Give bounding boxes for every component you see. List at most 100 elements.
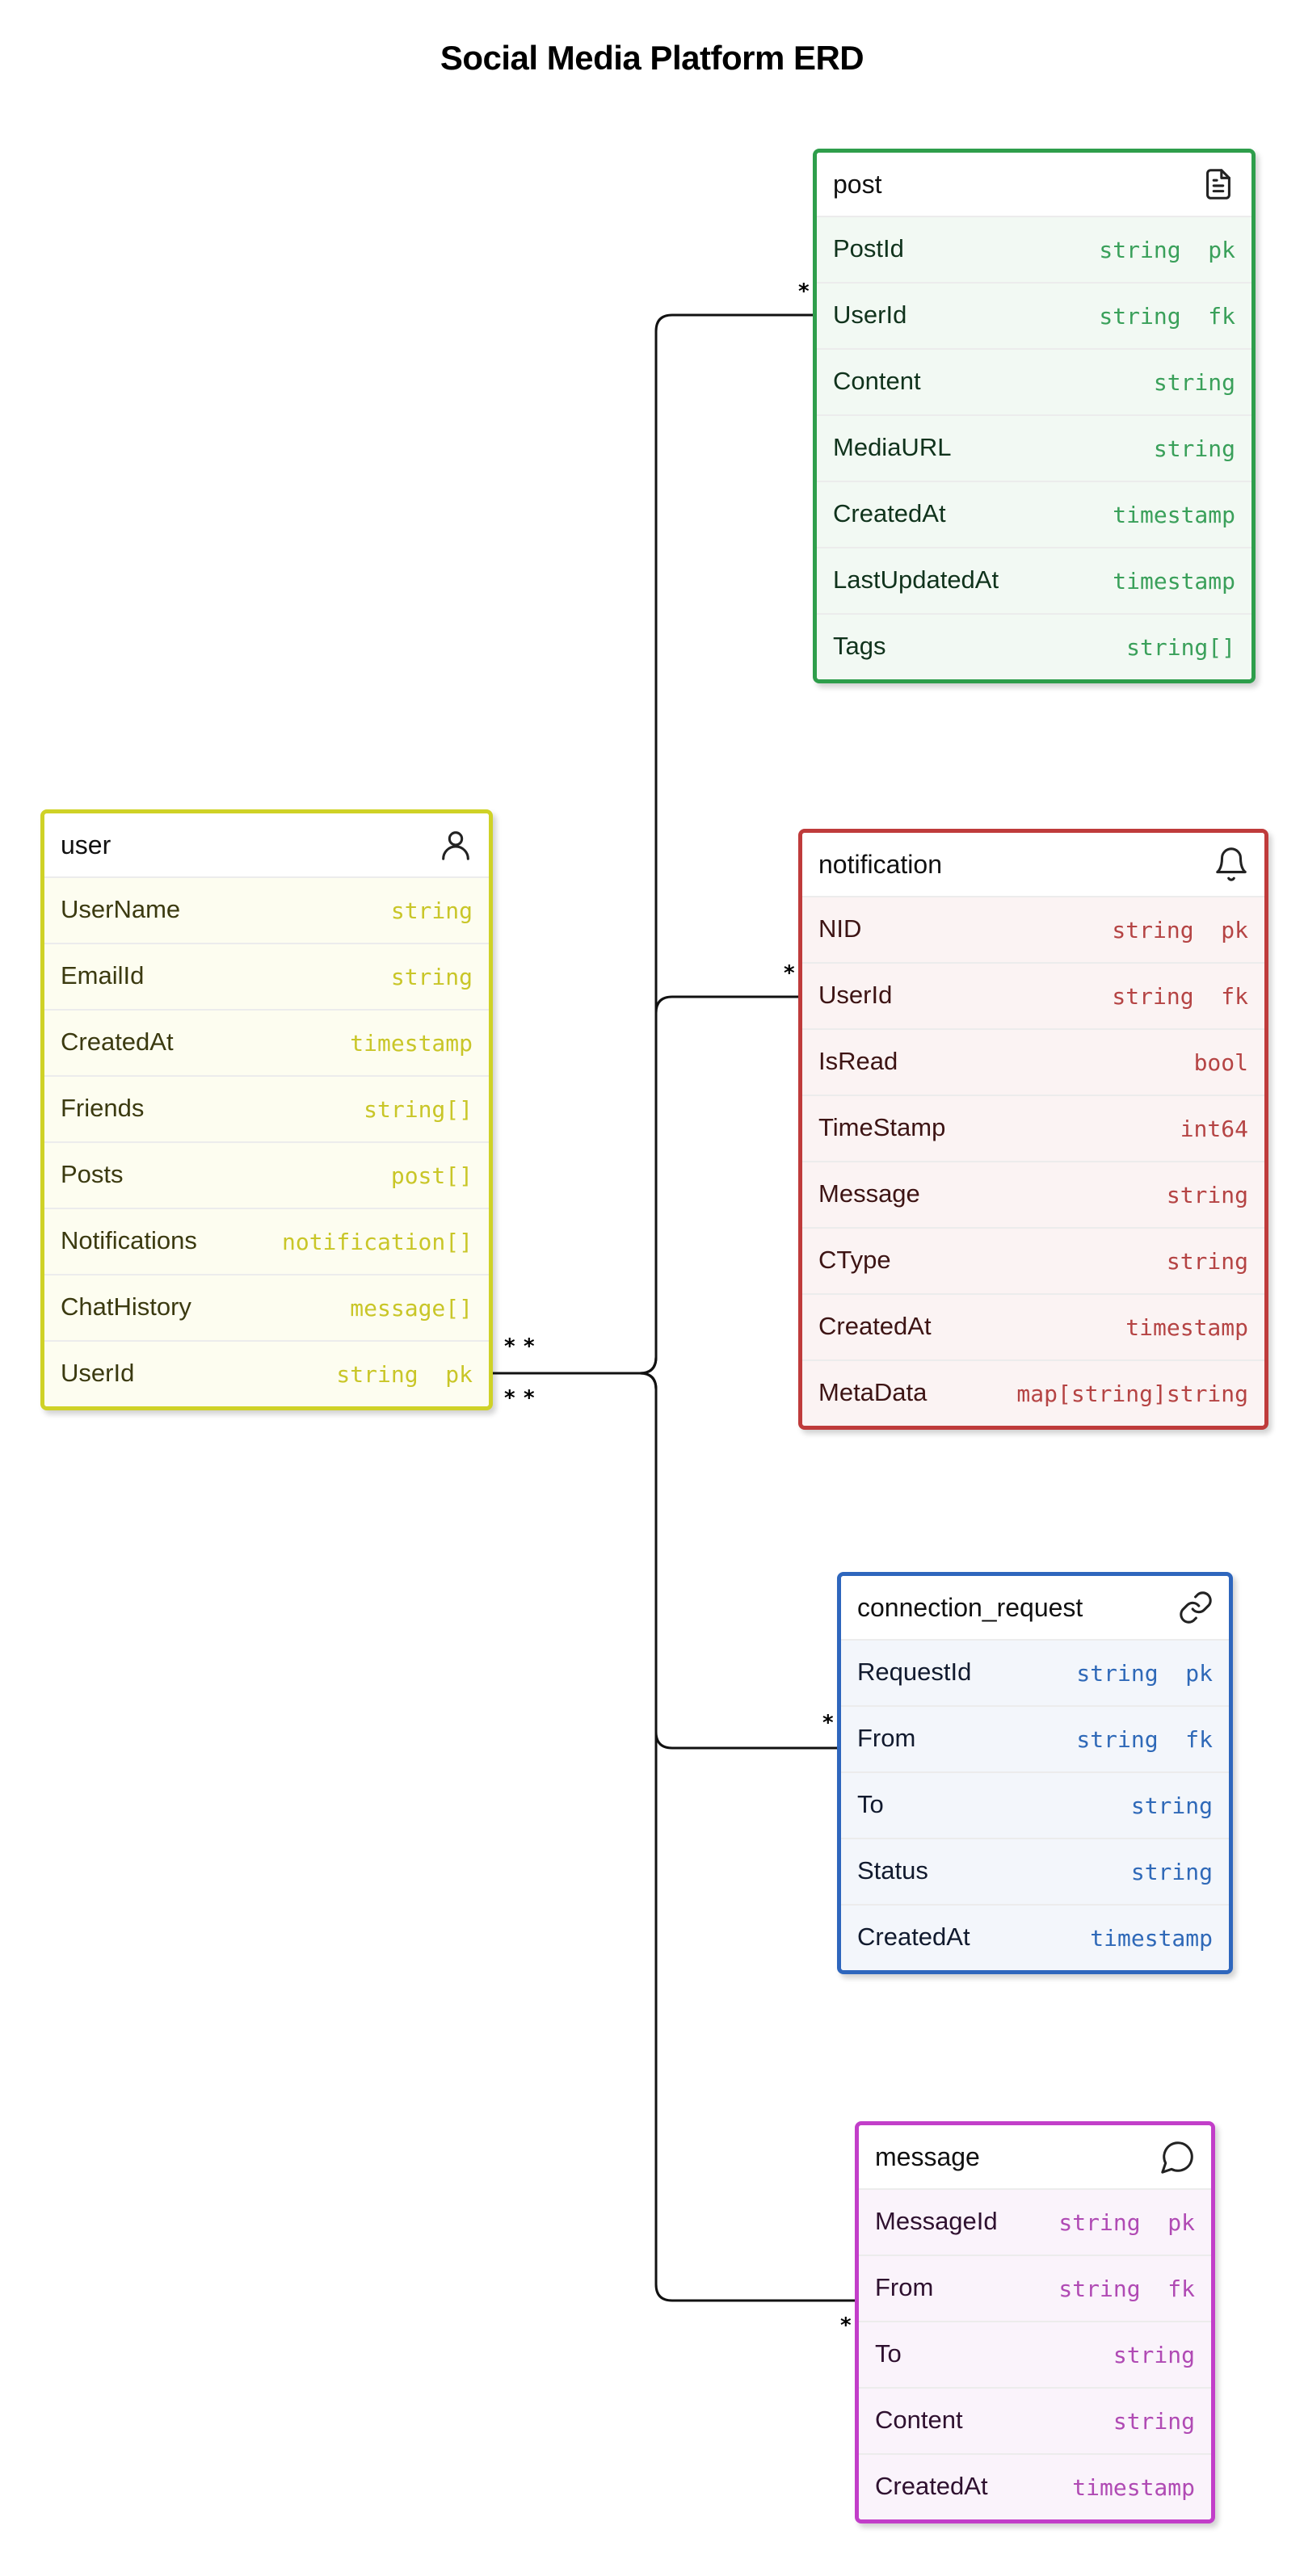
field-name: Message — [818, 1179, 920, 1208]
field-row[interactable]: CreatedAt timestamp — [817, 481, 1251, 547]
entity-header: notification — [802, 833, 1264, 896]
field-name: From — [875, 2273, 934, 2301]
field-name: EmailId — [61, 961, 145, 990]
field-row[interactable]: From string fk — [859, 2255, 1211, 2321]
field-type: message[] — [350, 1295, 473, 1322]
field-type: string — [1166, 1248, 1248, 1275]
field-row[interactable]: MediaURL string — [817, 414, 1251, 481]
field-type: string[] — [364, 1096, 473, 1123]
field-type: string pk — [1058, 2209, 1195, 2236]
cardinality-user-2: * — [524, 1334, 535, 1359]
field-row[interactable]: Status string — [841, 1838, 1229, 1904]
field-name: Notifications — [61, 1226, 197, 1254]
field-type: post[] — [390, 1162, 473, 1189]
field-type: string fk — [1058, 2276, 1195, 2302]
field-name: UserId — [818, 981, 893, 1009]
field-name: RequestId — [857, 1658, 972, 1686]
entity-name: connection_request — [857, 1593, 1083, 1622]
field-type: string fk — [1112, 983, 1248, 1010]
field-row[interactable]: MessageId string pk — [859, 2188, 1211, 2255]
entity-header: message — [859, 2125, 1211, 2188]
field-row[interactable]: LastUpdatedAt timestamp — [817, 547, 1251, 613]
field-type: string — [1113, 2342, 1195, 2368]
entity-header: user — [44, 813, 489, 876]
field-type: timestamp — [1113, 568, 1235, 595]
field-row[interactable]: ChatHistory message[] — [44, 1274, 489, 1340]
entity-name: user — [61, 830, 111, 859]
field-name: CreatedAt — [833, 499, 946, 527]
cardinality-user-4: * — [524, 1386, 535, 1410]
field-name: Status — [857, 1856, 928, 1885]
field-row[interactable]: Notifications notification[] — [44, 1208, 489, 1274]
field-type: notification[] — [281, 1229, 473, 1255]
cardinality-user-1: * — [504, 1334, 515, 1359]
entity-name: message — [875, 2142, 980, 2171]
chat-bubble-icon — [1159, 2138, 1197, 2175]
person-icon — [437, 826, 474, 864]
cardinality-message: * — [840, 2313, 852, 2338]
field-type: timestamp — [1113, 502, 1235, 528]
field-row[interactable]: UserId string fk — [802, 962, 1264, 1028]
field-name: TimeStamp — [818, 1113, 946, 1141]
field-row[interactable]: CreatedAt timestamp — [44, 1009, 489, 1075]
field-name: LastUpdatedAt — [833, 565, 999, 594]
entity-name: post — [833, 170, 882, 199]
cardinality-user-3: * — [504, 1386, 515, 1410]
field-name: From — [857, 1724, 916, 1752]
field-name: CreatedAt — [61, 1027, 174, 1056]
field-name: Content — [875, 2406, 963, 2434]
field-type: bool — [1193, 1049, 1248, 1076]
field-name: Posts — [61, 1160, 124, 1188]
entity-header: connection_request — [841, 1576, 1229, 1639]
field-type: string — [390, 897, 473, 924]
field-name: ChatHistory — [61, 1292, 191, 1321]
field-name: UserId — [61, 1359, 135, 1387]
field-name: MediaURL — [833, 433, 952, 461]
field-type: string — [390, 964, 473, 990]
field-type: string pk — [336, 1361, 473, 1388]
field-name: CreatedAt — [818, 1312, 932, 1340]
field-row[interactable]: Posts post[] — [44, 1141, 489, 1208]
field-type: string — [1153, 435, 1235, 462]
relation-user-message — [485, 1372, 868, 2302]
field-name: Content — [833, 367, 921, 395]
field-name: To — [857, 1790, 884, 1818]
field-row[interactable]: Friends string[] — [44, 1075, 489, 1141]
field-row[interactable]: TimeStamp int64 — [802, 1095, 1264, 1161]
cardinality-connection-request: * — [822, 1711, 834, 1735]
field-name: Friends — [61, 1094, 145, 1122]
diagram-title: Social Media Platform ERD — [440, 39, 864, 77]
field-type: string[] — [1126, 634, 1235, 661]
field-type: string — [1130, 1859, 1213, 1885]
relation-user-connection-request — [485, 1372, 850, 1750]
field-row[interactable]: EmailId string — [44, 943, 489, 1009]
field-name: MessageId — [875, 2207, 998, 2235]
field-name: MetaData — [818, 1378, 928, 1406]
field-type: timestamp — [350, 1030, 473, 1057]
field-row[interactable]: UserId string pk — [44, 1340, 489, 1406]
field-type: int64 — [1180, 1116, 1248, 1142]
